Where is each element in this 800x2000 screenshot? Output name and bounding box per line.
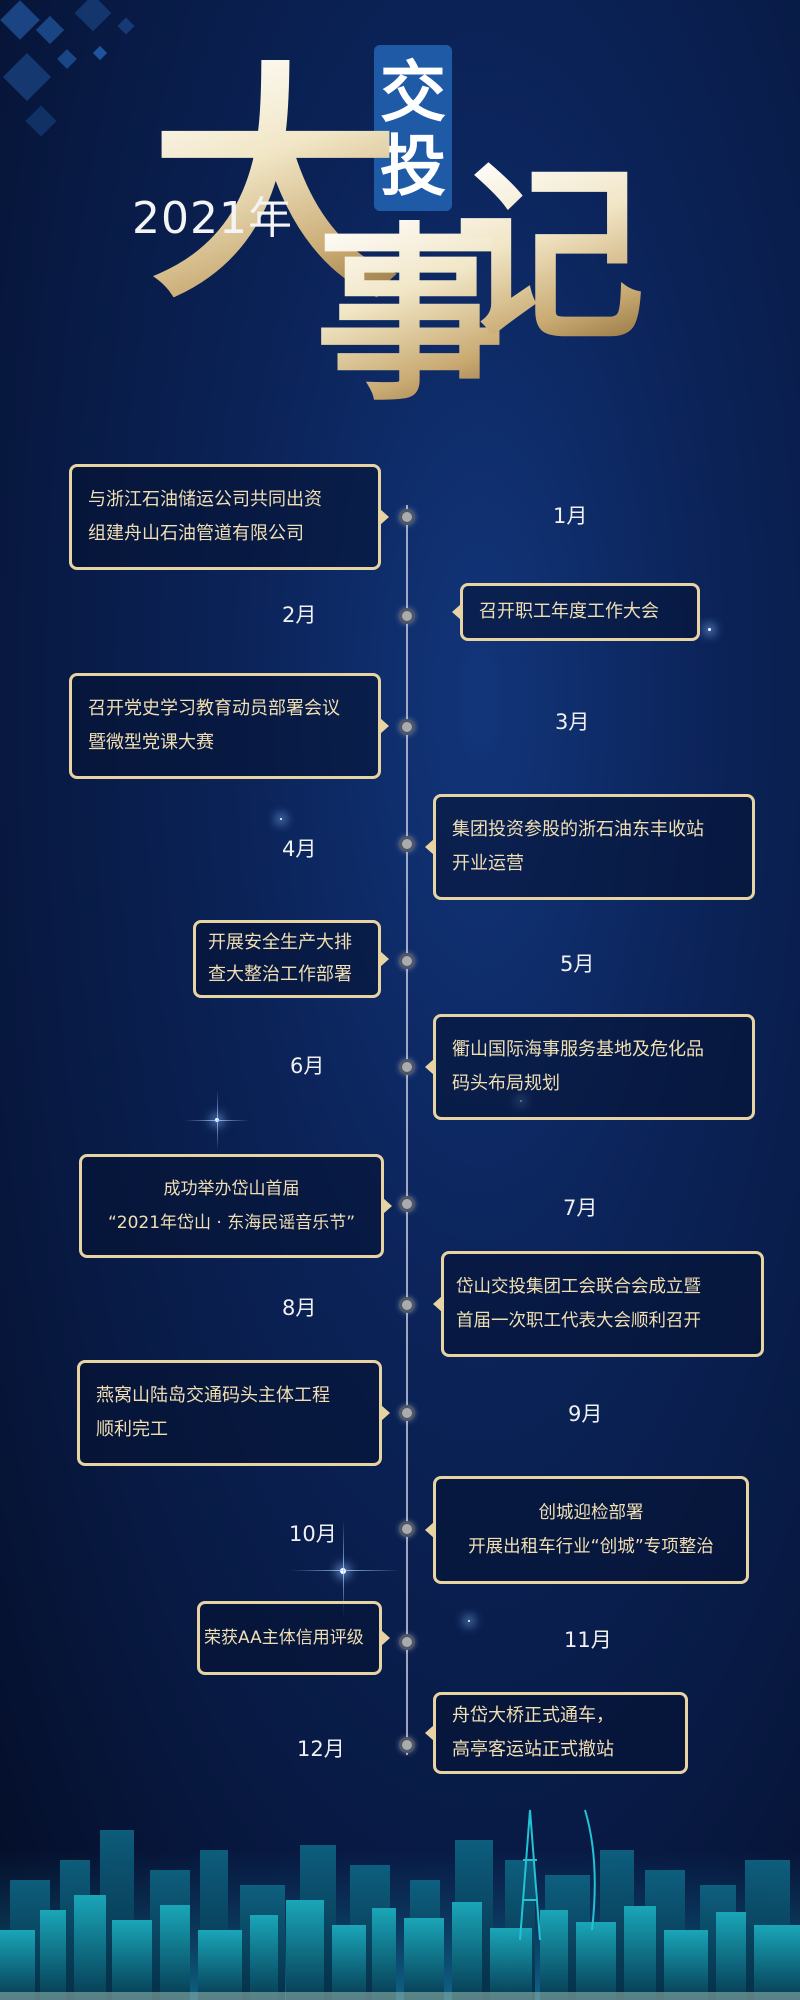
month-label: 1月 <box>553 504 588 528</box>
event-text-line: 舟岱大桥正式通车， <box>452 1705 614 1726</box>
event-text-line: 成功举办岱山首届 <box>163 1179 300 1199</box>
timeline-node <box>399 953 415 969</box>
event-box: 燕窝山陆岛交通码头主体工程 顺利完工 <box>77 1360 390 1466</box>
month-label: 2月 <box>282 603 317 627</box>
event-box: 创城迎检部署 开展出租车行业“创城”专项整治 <box>425 1476 749 1584</box>
month-label: 5月 <box>560 952 595 976</box>
event-box: 集团投资参股的浙石油东丰收站 开业运营 <box>425 794 755 900</box>
event-box-pointer <box>425 1725 434 1741</box>
event-text-line: 岱山交投集团工会联合会成立暨 <box>456 1277 701 1297</box>
month-label: 4月 <box>282 837 317 861</box>
month-label: 11月 <box>564 1628 612 1652</box>
event-box-pointer <box>380 718 389 734</box>
event-box-pointer <box>425 839 434 855</box>
timeline-node <box>399 1405 415 1421</box>
timeline-node <box>399 719 415 735</box>
event-box: 岱山交投集团工会联合会成立暨 首届一次职工代表大会顺利召开 <box>433 1251 764 1357</box>
event-text-line: 组建舟山石油管道有限公司 <box>88 523 304 544</box>
month-label: 6月 <box>290 1054 325 1078</box>
event-box-pointer <box>381 1630 390 1646</box>
event-text-line: 开业运营 <box>452 853 524 874</box>
timeline-node <box>399 836 415 852</box>
event-text-line: 高亭客运站正式撤站 <box>452 1739 614 1760</box>
title-char-ji: 记 <box>455 143 646 366</box>
event-text-line: 码头布局规划 <box>452 1073 560 1094</box>
event-box-pointer <box>383 1198 392 1214</box>
event-box: 召开党史学习教育动员部署会议 暨微型党课大赛 <box>69 673 389 779</box>
timeline-node <box>399 1059 415 1075</box>
event-text-line: 燕窝山陆岛交通码头主体工程 <box>96 1385 330 1406</box>
month-label: 12月 <box>297 1737 345 1761</box>
timeline-node <box>399 509 415 525</box>
event-box-pointer <box>380 509 389 525</box>
month-label: 9月 <box>568 1402 603 1426</box>
event-box: 舟岱大桥正式通车， 高亭客运站正式撤站 <box>425 1692 688 1774</box>
title-badge <box>374 45 452 211</box>
event-text-line: 暨微型党课大赛 <box>88 732 214 753</box>
event-text-line: 顺利完工 <box>96 1419 168 1440</box>
event-text-line: 开展安全生产大排 <box>208 932 352 953</box>
timeline-axis <box>406 505 408 1755</box>
event-text-line: 首届一次职工代表大会顺利召开 <box>456 1311 701 1331</box>
event-text-line: “2021年岱山 · 东海民谣音乐节” <box>107 1213 356 1233</box>
event-text-line: 与浙江石油储运公司共同出资 <box>88 489 322 510</box>
month-label: 10月 <box>289 1522 337 1546</box>
event-text-line: 查大整治工作部署 <box>208 964 352 985</box>
title-char-da: 大 <box>150 38 400 332</box>
month-label: 3月 <box>555 710 590 734</box>
event-text-line: 召开党史学习教育动员部署会议 <box>88 698 340 719</box>
event-box-pointer <box>425 1522 434 1538</box>
timeline-node <box>399 1297 415 1313</box>
timeline-node <box>399 1634 415 1650</box>
event-text-line: 召开职工年度工作大会 <box>479 601 659 622</box>
title-badge-char-2: 投 <box>380 128 446 205</box>
month-label: 7月 <box>563 1196 598 1220</box>
event-box: 开展安全生产大排 查大整治工作部署 <box>193 920 389 998</box>
city-skyline-illustration <box>0 1809 800 2000</box>
event-box: 衢山国际海事服务基地及危化品 码头布局规划 <box>425 1014 755 1120</box>
event-text-line: 开展出租车行业“创城”专项整治 <box>468 1537 714 1557</box>
event-box-pointer <box>380 951 389 967</box>
timeline-node <box>399 1737 415 1753</box>
event-text-line: 创城迎检部署 <box>538 1503 644 1523</box>
month-label: 8月 <box>282 1296 317 1320</box>
event-box: 荣获AA主体信用评级 <box>197 1601 390 1675</box>
event-text-line: 衢山国际海事服务基地及危化品 <box>452 1039 704 1060</box>
event-box: 成功举办岱山首届 “2021年岱山 · 东海民谣音乐节” <box>79 1154 392 1258</box>
event-box-pointer <box>452 604 461 620</box>
timeline-node <box>399 608 415 624</box>
timeline-node <box>399 1196 415 1212</box>
title-char-shi: 事 <box>315 203 506 426</box>
title-year: 2021年 <box>132 193 293 244</box>
event-box-pointer <box>433 1296 442 1312</box>
event-text-line: 集团投资参股的浙石油东丰收站 <box>452 819 704 840</box>
event-box: 召开职工年度工作大会 <box>452 583 700 641</box>
timeline-node <box>399 1521 415 1537</box>
event-box-pointer <box>425 1059 434 1075</box>
event-box: 与浙江石油储运公司共同出资 组建舟山石油管道有限公司 <box>69 464 389 570</box>
title-badge-char-1: 交 <box>380 54 446 131</box>
event-text-line: 荣获AA主体信用评级 <box>204 1628 364 1648</box>
event-box-pointer <box>381 1405 390 1421</box>
